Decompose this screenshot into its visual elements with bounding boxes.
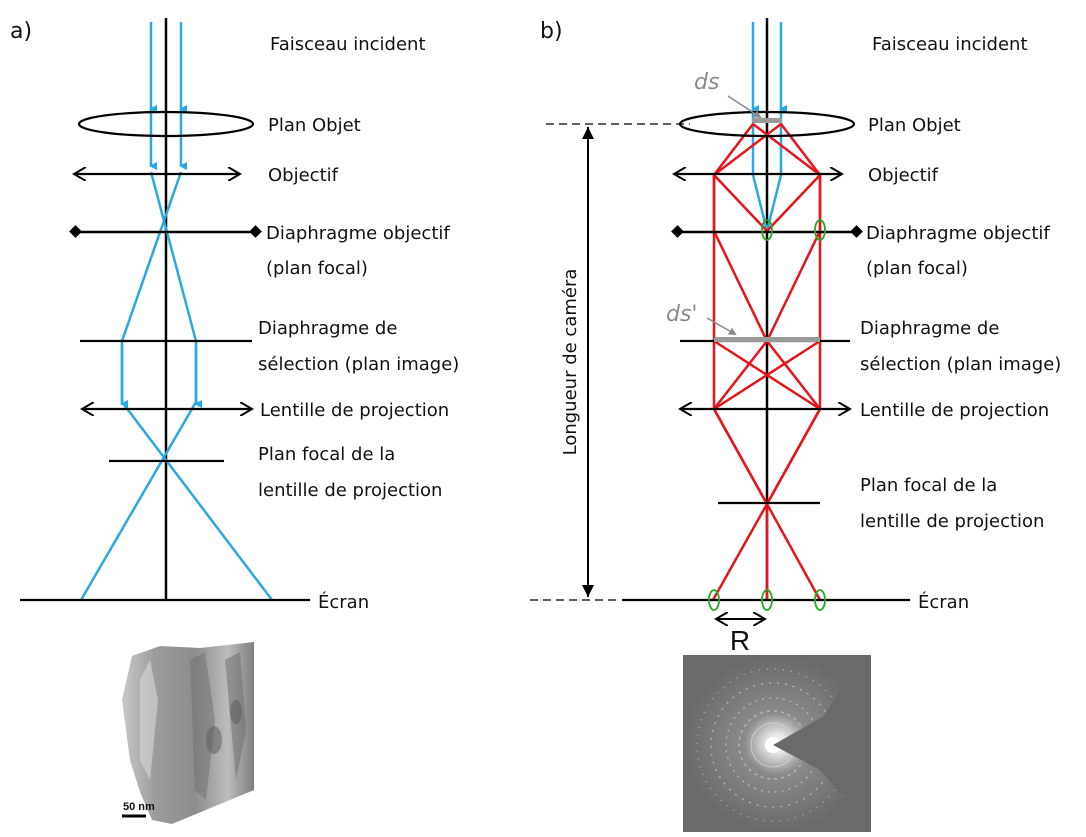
label-projection-lens-a: Lentille de projection <box>260 400 449 421</box>
diffraction-pattern-image <box>683 655 871 832</box>
label-object-plane-a: Plan Objet <box>268 115 361 136</box>
label-projection-focal-1-a: Plan focal de la <box>258 444 395 465</box>
aperture-end-right-a <box>249 225 262 238</box>
label-selection-aperture-1-b: Diaphragme de <box>860 318 999 339</box>
aperture-end-left-a <box>69 225 82 238</box>
spot-marker-screen-center <box>761 589 773 611</box>
ds-pointer <box>727 95 762 119</box>
label-objective-aperture-2-b: (plan focal) <box>866 258 968 279</box>
label-projection-focal-1-b: Plan focal de la <box>860 475 997 496</box>
incident-beam-rays-a <box>79 22 273 601</box>
camera-length-label: Longueur de caméra <box>560 269 581 456</box>
panel-a-tag: a) <box>10 19 32 44</box>
aperture-end-left-b <box>671 225 684 238</box>
ds-prime-label: ds' <box>666 302 697 327</box>
label-objective-b: Objectif <box>868 165 939 186</box>
label-objective-a: Objectif <box>268 165 339 186</box>
panel-a: a) Faisceau incident <box>10 18 459 824</box>
label-selection-aperture-2-a: sélection (plan image) <box>258 354 459 375</box>
aperture-end-right-b <box>850 225 863 238</box>
label-projection-focal-2-b: lentille de projection <box>860 511 1044 532</box>
spot-markers <box>708 219 826 611</box>
r-label: R <box>730 625 750 656</box>
micrograph-scale-label: 50 nm <box>123 801 155 813</box>
label-objective-aperture-1-a: Diaphragme objectif <box>266 223 450 244</box>
ds-region <box>752 118 782 123</box>
label-screen-a: Écran <box>318 591 369 613</box>
spot-marker-aperture-center <box>761 219 773 241</box>
spot-marker-screen-left <box>708 589 720 611</box>
label-projection-focal-2-a: lentille de projection <box>258 480 442 501</box>
panel-b: b) <box>530 18 1061 832</box>
spot-marker-aperture-right <box>814 219 826 241</box>
bright-field-micrograph: 50 nm <box>122 642 254 824</box>
panel-b-tag: b) <box>540 19 563 44</box>
ds-prime-pointer <box>706 317 737 335</box>
label-screen-b: Écran <box>918 591 969 613</box>
label-object-plane-b: Plan Objet <box>868 115 961 136</box>
label-selection-aperture-1-a: Diaphragme de <box>258 318 397 339</box>
ds-label: ds <box>694 70 719 95</box>
spot-marker-screen-right <box>814 589 826 611</box>
label-objective-aperture-2-a: (plan focal) <box>266 258 368 279</box>
label-incident-a: Faisceau incident <box>270 34 426 55</box>
label-selection-aperture-2-b: sélection (plan image) <box>860 354 1061 375</box>
ds-prime-region <box>714 337 820 342</box>
label-projection-lens-b: Lentille de projection <box>860 400 1049 421</box>
label-objective-aperture-1-b: Diaphragme objectif <box>866 223 1050 244</box>
label-incident-b: Faisceau incident <box>872 34 1028 55</box>
object-plane-ellipse-a <box>77 110 255 138</box>
